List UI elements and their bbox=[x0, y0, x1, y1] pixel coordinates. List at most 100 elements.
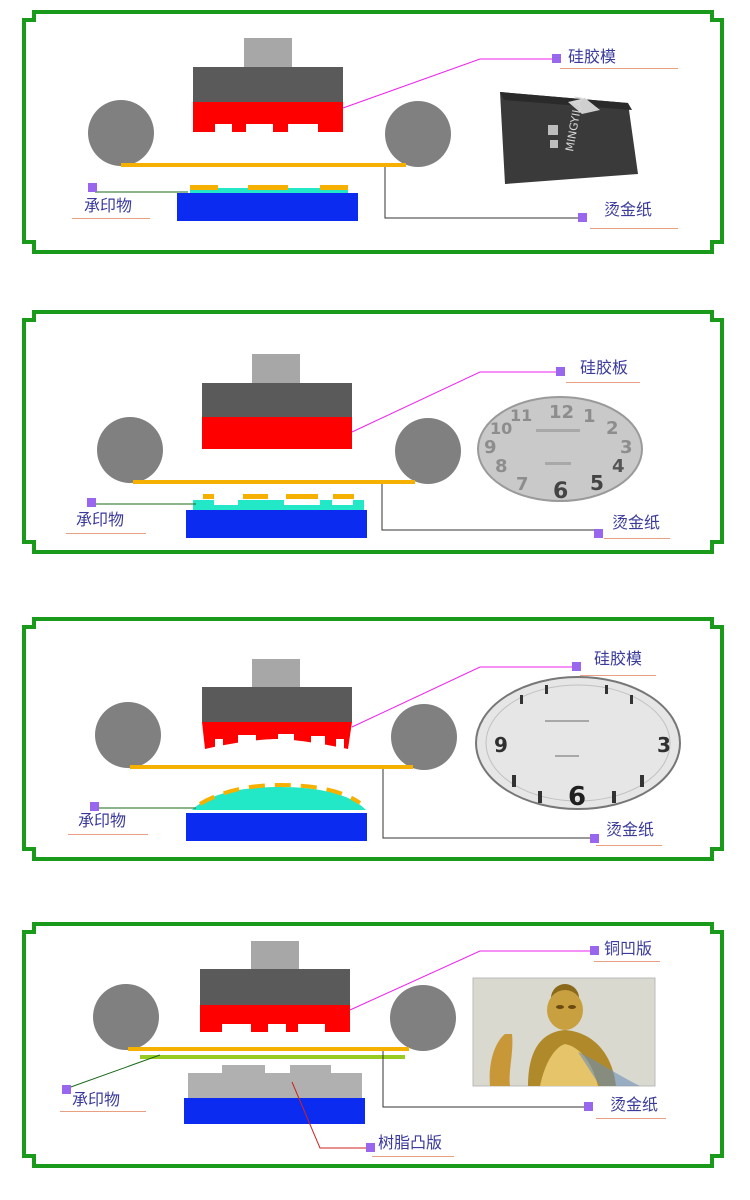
curved-foil-dashes bbox=[198, 782, 362, 806]
mold-leader-line bbox=[351, 371, 558, 433]
clock-numeral: 8 bbox=[495, 456, 508, 477]
silicone-mold-raised bbox=[193, 102, 343, 132]
press-body bbox=[200, 969, 350, 1005]
clock-dial-photo: 12 1 2 3 4 5 6 7 8 9 10 11 bbox=[477, 396, 643, 504]
panel-frame bbox=[22, 310, 724, 554]
clock-numeral: 6 bbox=[553, 479, 568, 504]
substrate-label-underline bbox=[68, 834, 148, 835]
roller-left bbox=[97, 417, 163, 483]
press-body bbox=[202, 383, 352, 418]
mold-label: 硅胶模 bbox=[568, 47, 617, 66]
substrate-label-underline bbox=[66, 533, 146, 534]
foil-leader-line bbox=[384, 167, 584, 219]
clock-numeral: 2 bbox=[606, 418, 619, 439]
foil-strip bbox=[130, 765, 413, 769]
roller-left bbox=[93, 984, 159, 1050]
foil-label: 烫金纸 bbox=[604, 200, 653, 219]
clock-numeral: 6 bbox=[568, 782, 586, 812]
clock-numeral: 7 bbox=[516, 474, 529, 495]
curved-clock-dial-photo: 9 6 3 bbox=[475, 676, 681, 812]
panel-4-diagram bbox=[22, 922, 724, 1168]
roller-right bbox=[391, 704, 457, 770]
mold-label: 硅胶模 bbox=[594, 649, 643, 668]
resin-marker bbox=[366, 1143, 375, 1152]
mingyilai-box-photo: MINGYILAI bbox=[500, 92, 638, 184]
substrate-label: 承印物 bbox=[72, 1090, 121, 1109]
panel-3-diagram: 9 6 3 bbox=[22, 617, 724, 861]
substrate-marker bbox=[88, 183, 97, 192]
resin-label: 树脂凸版 bbox=[378, 1133, 443, 1152]
clock-numeral: 12 bbox=[549, 402, 574, 423]
substrate-label-underline bbox=[60, 1111, 146, 1112]
foil-label-underline bbox=[596, 845, 662, 846]
clock-numeral: 9 bbox=[484, 437, 497, 458]
roller-left bbox=[88, 100, 154, 166]
foil-dot bbox=[243, 494, 268, 499]
press-top bbox=[251, 941, 299, 971]
foil-marker bbox=[578, 213, 587, 222]
foil-leader-line bbox=[381, 484, 596, 531]
foil-strip bbox=[133, 480, 415, 484]
foil-label-underline bbox=[590, 228, 678, 229]
curved-silicone-mold bbox=[202, 722, 352, 749]
mold-label-underline bbox=[580, 675, 656, 676]
foil-label: 烫金纸 bbox=[610, 1095, 659, 1114]
press-body bbox=[202, 687, 352, 722]
mold-leader-line bbox=[349, 950, 594, 1011]
foil-marker bbox=[584, 1102, 593, 1111]
roller-right bbox=[385, 101, 451, 167]
clock-numeral: 5 bbox=[590, 471, 604, 495]
clock-numeral: 9 bbox=[494, 733, 508, 757]
mold-label-underline bbox=[566, 382, 640, 383]
foil-leader-line bbox=[382, 1051, 588, 1108]
gold-buddha-statue-photo bbox=[472, 977, 656, 1087]
panel-3-curved-stamping: 9 6 3 硅胶模 烫金纸 承印物 bbox=[0, 607, 750, 872]
green-film bbox=[140, 1055, 405, 1059]
panel-4-relief-stamping: 铜凹版 烫金纸 承印物 树脂凸版 bbox=[0, 912, 750, 1182]
foil-leader-line bbox=[382, 769, 594, 839]
resin-leader-line bbox=[291, 1081, 370, 1149]
clock-numeral: 1 bbox=[583, 406, 596, 427]
raised-layer bbox=[190, 188, 348, 193]
foil-marker bbox=[594, 529, 603, 538]
foil-dot bbox=[203, 494, 214, 499]
substrate-marker bbox=[62, 1085, 71, 1094]
foil-label-underline bbox=[604, 538, 670, 539]
panel-frame bbox=[22, 617, 724, 861]
substrate bbox=[177, 193, 358, 221]
foil-dot bbox=[333, 494, 354, 499]
foil-dot bbox=[190, 185, 218, 190]
clock-numeral: 3 bbox=[620, 437, 633, 458]
substrate-label-underline bbox=[72, 218, 150, 219]
mold-marker bbox=[572, 662, 581, 671]
roller-right bbox=[395, 418, 461, 484]
foil-dot bbox=[286, 494, 318, 499]
roller-left bbox=[95, 702, 161, 768]
clock-numeral: 10 bbox=[490, 419, 512, 438]
clock-numeral: 11 bbox=[510, 406, 532, 425]
panel-frame bbox=[22, 922, 724, 1168]
foil-dot bbox=[320, 185, 348, 190]
silicone-plate bbox=[202, 417, 352, 449]
substrate-label: 承印物 bbox=[84, 196, 133, 215]
mold-leader-line bbox=[351, 666, 572, 728]
mold-label-underline bbox=[594, 961, 660, 962]
foil-marker bbox=[590, 834, 599, 843]
mold-label: 铜凹版 bbox=[604, 939, 653, 958]
substrate bbox=[184, 1098, 365, 1124]
substrate-marker bbox=[90, 802, 99, 811]
foil-label: 烫金纸 bbox=[612, 513, 661, 532]
mold-marker bbox=[552, 54, 561, 63]
copper-gravure-plate bbox=[200, 1005, 350, 1032]
panel-frame bbox=[22, 10, 724, 254]
substrate bbox=[186, 510, 367, 538]
mold-label: 硅胶板 bbox=[580, 358, 629, 377]
panel-1-diagram: MINGYILAI bbox=[22, 10, 724, 254]
resin-label-underline bbox=[372, 1156, 454, 1157]
mold-leader-line bbox=[342, 58, 558, 109]
press-top bbox=[244, 38, 292, 68]
foil-dot bbox=[248, 185, 288, 190]
panel-2-plate-stamping: 12 1 2 3 4 5 6 7 8 9 10 11 硅胶板 烫金纸 承印物 bbox=[0, 300, 750, 565]
roller-right bbox=[390, 985, 456, 1051]
press-top bbox=[252, 354, 300, 384]
